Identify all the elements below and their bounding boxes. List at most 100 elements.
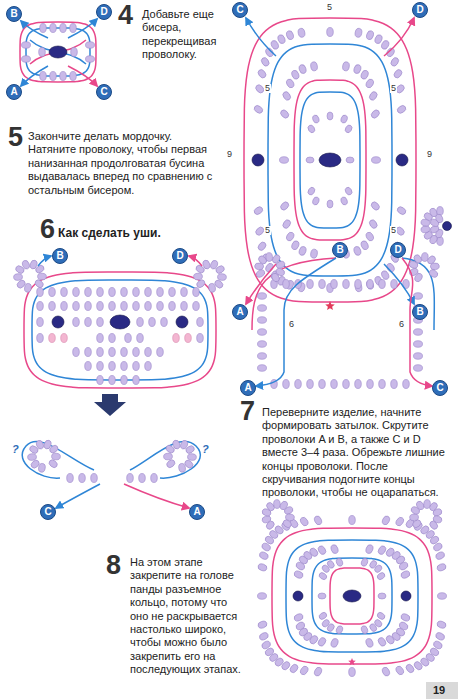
bead — [307, 124, 316, 134]
bead — [435, 551, 446, 561]
bead — [368, 90, 379, 101]
bead — [313, 515, 323, 526]
bead — [367, 380, 374, 389]
bead — [327, 112, 333, 120]
bead — [277, 34, 286, 45]
bead — [50, 72, 57, 81]
bead — [343, 590, 361, 602]
bead — [151, 474, 158, 483]
bead — [258, 631, 269, 641]
bead — [319, 280, 326, 289]
bead — [331, 280, 338, 289]
step-number: 7 — [240, 398, 255, 425]
bead — [157, 288, 164, 297]
arrows — [21, 18, 432, 665]
bead — [414, 329, 423, 336]
bead — [377, 636, 387, 647]
bead — [370, 200, 381, 211]
bead — [378, 593, 386, 599]
wire — [286, 540, 418, 652]
bead — [270, 39, 280, 50]
bead — [285, 231, 295, 242]
bead — [307, 380, 314, 389]
bead — [295, 621, 306, 631]
bead — [40, 24, 47, 33]
bead — [37, 302, 44, 311]
bead — [157, 302, 164, 311]
bead — [109, 302, 116, 311]
bead-count: 5 — [390, 226, 397, 235]
bead — [299, 516, 309, 527]
page-number-box — [426, 682, 458, 699]
bead — [365, 638, 374, 649]
bead — [266, 252, 273, 261]
bead — [335, 625, 343, 635]
wire-letter: A — [10, 87, 17, 97]
wire — [244, 18, 416, 302]
bead — [353, 246, 362, 257]
wire-end-marker: B — [6, 6, 22, 22]
bead — [109, 348, 116, 357]
bead — [97, 362, 104, 371]
bead — [169, 288, 176, 297]
bead — [257, 563, 268, 572]
bead — [71, 48, 78, 57]
bead — [330, 544, 339, 555]
bead — [353, 64, 362, 75]
wire — [312, 558, 392, 634]
wire-letter: C — [436, 383, 443, 393]
bead — [73, 302, 80, 311]
bead — [137, 334, 144, 343]
bead — [73, 348, 80, 357]
bead — [48, 444, 59, 454]
bead — [85, 362, 92, 371]
bead — [253, 104, 264, 115]
bead — [318, 593, 326, 599]
bead — [326, 559, 335, 569]
bead — [258, 317, 267, 324]
bead — [258, 365, 267, 372]
bead — [381, 666, 391, 677]
bead — [317, 636, 327, 647]
question-mark: ? — [202, 444, 209, 455]
instruction-text: Закончите делать мордочку. Натяните пров… — [28, 130, 218, 197]
bead — [321, 618, 331, 628]
bead — [310, 249, 318, 259]
bead — [283, 380, 290, 389]
bead — [37, 334, 44, 343]
bead — [374, 34, 383, 45]
wire-letter: B — [416, 307, 423, 317]
bead-count: 5 — [390, 84, 397, 93]
bead — [281, 219, 292, 230]
bead — [414, 365, 423, 372]
bead — [319, 153, 341, 167]
instruction-text: Добавьте еще бисера, перекрещивая провол… — [142, 8, 226, 62]
bead — [282, 518, 293, 529]
wire-end-marker: D — [390, 242, 406, 258]
wire-end-marker: C — [40, 504, 56, 520]
bead — [280, 157, 289, 164]
bead — [331, 380, 338, 389]
wire-end-marker: B — [52, 248, 68, 264]
bead — [299, 665, 309, 676]
bead — [390, 56, 400, 67]
bead — [293, 613, 304, 622]
bead — [163, 453, 172, 460]
bead — [327, 28, 334, 37]
bead — [307, 280, 314, 289]
bead — [197, 318, 204, 327]
bead — [52, 316, 64, 328]
bead — [354, 28, 362, 38]
bead — [181, 288, 188, 297]
bead — [258, 341, 267, 348]
wire — [272, 528, 432, 664]
wire — [30, 40, 86, 64]
bead — [370, 108, 381, 119]
bead — [340, 196, 348, 206]
bead — [298, 246, 307, 257]
bead-count: 5 — [264, 226, 271, 235]
bead — [349, 516, 356, 525]
wire-end-marker: C — [232, 2, 248, 18]
bead — [298, 64, 307, 75]
